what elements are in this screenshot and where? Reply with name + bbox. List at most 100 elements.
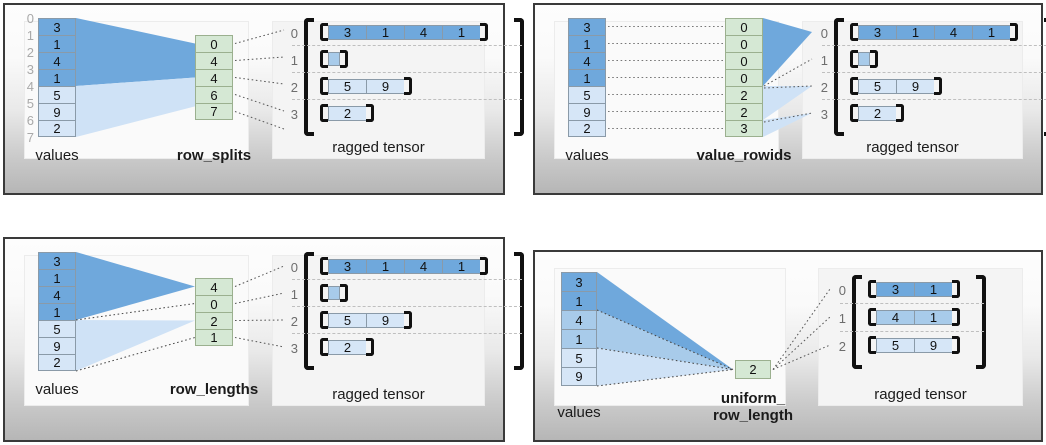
row-open-bracket xyxy=(320,338,328,356)
encoding-cell: 4 xyxy=(195,52,233,69)
row-open-bracket xyxy=(320,284,328,302)
split-index-label: 5 xyxy=(26,96,34,111)
ragged-cell: 9 xyxy=(896,78,934,94)
value-cell: 1 xyxy=(38,269,76,286)
ragged-tensor-caption: ragged tensor xyxy=(332,139,425,156)
row-open-bracket xyxy=(320,104,328,122)
encoding-cell: 4 xyxy=(195,278,233,295)
ragged-row xyxy=(320,284,348,302)
encoding-caption: uniform_ row_length xyxy=(712,390,793,424)
value-cell: 1 xyxy=(568,35,606,52)
ragged-cell: 5 xyxy=(328,312,366,328)
value-cell: 5 xyxy=(568,86,606,103)
encoding-cell: 0 xyxy=(725,52,763,69)
ragged-cell: 3 xyxy=(328,24,366,40)
row-separator xyxy=(292,306,522,307)
ragged-cell: 2 xyxy=(858,105,896,121)
value-cell: 3 xyxy=(568,18,606,35)
ragged-empty-cell xyxy=(328,52,340,66)
ragged-row-index: 0 xyxy=(838,283,846,298)
value-cell: 3 xyxy=(38,252,76,269)
ragged-row-index: 1 xyxy=(290,53,298,68)
value-cell: 5 xyxy=(38,320,76,337)
split-index-label: 4 xyxy=(26,79,34,94)
split-index-label: 1 xyxy=(26,28,34,43)
row-close-bracket xyxy=(896,104,904,122)
value-cell: 4 xyxy=(38,286,76,303)
encoding-cell: 1 xyxy=(195,329,233,346)
row-open-bracket xyxy=(320,23,328,41)
row-close-bracket xyxy=(952,280,960,298)
value-cell: 9 xyxy=(38,103,76,120)
values-caption: values xyxy=(35,147,79,164)
ragged-cell: 2 xyxy=(328,105,366,121)
ragged-cell: 9 xyxy=(366,78,404,94)
values-caption: values xyxy=(35,381,79,398)
ragged-cell: 9 xyxy=(366,312,404,328)
ragged-cell: 5 xyxy=(858,78,896,94)
ragged-row: 2 xyxy=(320,338,374,356)
encoding-cell: 7 xyxy=(195,103,233,120)
ragged-open-bracket xyxy=(304,252,314,370)
row-separator xyxy=(840,331,984,332)
split-index-label: 7 xyxy=(26,130,34,145)
ragged-row-index: 0 xyxy=(820,26,828,41)
value-cell: 5 xyxy=(38,86,76,103)
ragged-row-index: 1 xyxy=(290,287,298,302)
ragged-row-index: 0 xyxy=(290,260,298,275)
row-open-bracket xyxy=(850,77,858,95)
ragged-row-index: 1 xyxy=(820,53,828,68)
ragged-cell: 1 xyxy=(914,309,952,325)
value-cell: 3 xyxy=(38,18,76,35)
ragged-row-index: 3 xyxy=(290,341,298,356)
row-close-bracket xyxy=(366,104,374,122)
ragged-cell: 3 xyxy=(858,24,896,40)
ragged-row-index: 2 xyxy=(290,80,298,95)
row-open-bracket xyxy=(850,50,858,68)
value-cell: 2 xyxy=(568,120,606,137)
encoding-stack: 2 xyxy=(735,360,771,379)
ragged-row-index: 3 xyxy=(290,107,298,122)
row-separator xyxy=(822,72,1046,73)
row-open-bracket xyxy=(850,104,858,122)
row-open-bracket xyxy=(320,77,328,95)
value-cell: 4 xyxy=(568,52,606,69)
value-cell: 2 xyxy=(38,354,76,371)
ragged-empty-cell xyxy=(328,286,340,300)
row-close-bracket xyxy=(952,336,960,354)
encoding-cell: 6 xyxy=(195,86,233,103)
ragged-cell: 1 xyxy=(442,258,480,274)
encoding-cell: 2 xyxy=(195,312,233,329)
row-open-bracket xyxy=(868,336,876,354)
values-caption: values xyxy=(557,404,601,421)
split-index-label: 2 xyxy=(26,45,34,60)
encoding-cell: 2 xyxy=(735,360,771,379)
row-close-bracket xyxy=(952,308,960,326)
ragged-cell: 4 xyxy=(934,24,972,40)
encoding-cell: 2 xyxy=(725,86,763,103)
ragged-close-bracket xyxy=(514,18,524,136)
ragged-open-bracket xyxy=(834,18,844,136)
split-index-label: 0 xyxy=(26,11,34,26)
ragged-cell: 9 xyxy=(914,337,952,353)
ragged-row-index: 1 xyxy=(838,311,846,326)
row-separator xyxy=(292,333,522,334)
value-cell: 5 xyxy=(561,348,597,367)
ragged-cell: 1 xyxy=(442,24,480,40)
row-separator xyxy=(292,72,522,73)
ragged-open-bracket xyxy=(304,18,314,136)
row-open-bracket xyxy=(320,311,328,329)
